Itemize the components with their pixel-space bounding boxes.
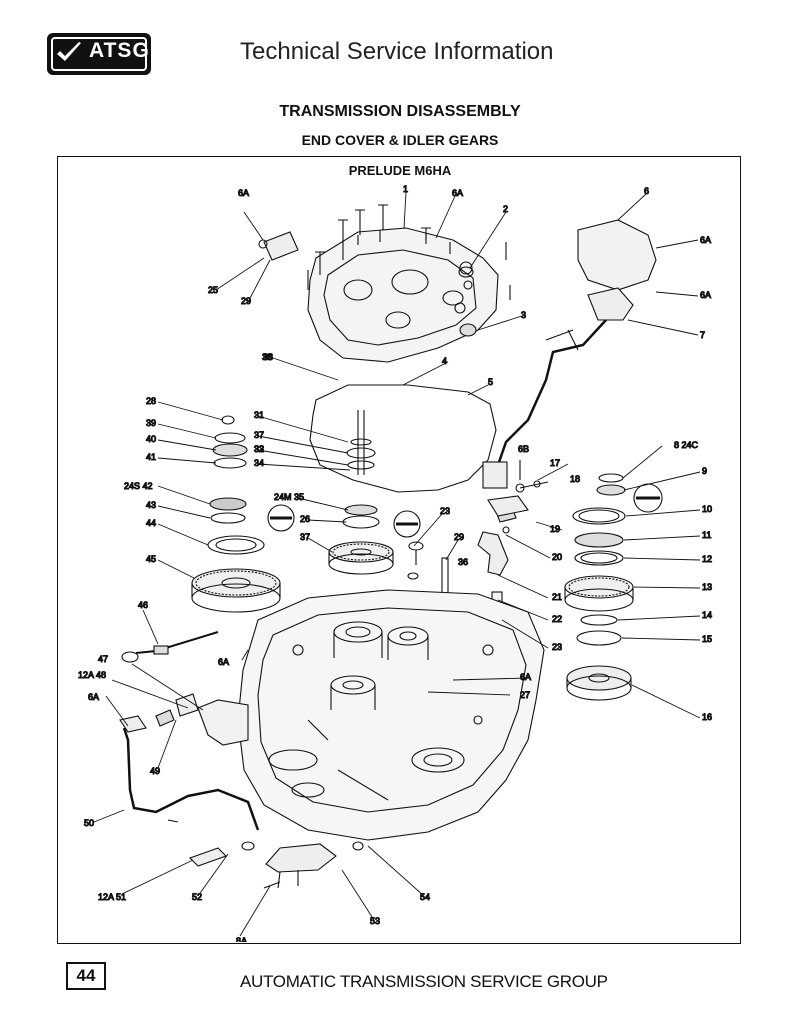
callout-33: 33 xyxy=(254,444,264,454)
callout-15: 15 xyxy=(702,634,712,644)
checkmark-icon xyxy=(57,42,81,61)
callout-13: 13 xyxy=(702,582,712,592)
atsg-logo: ATSG xyxy=(47,33,151,75)
callout-40: 40 xyxy=(146,434,156,444)
callout-10: 10 xyxy=(702,504,712,514)
diagram-frame xyxy=(57,156,741,944)
idler-stack-middle xyxy=(328,410,394,575)
end-cover xyxy=(307,227,499,363)
callout-44: 44 xyxy=(146,518,156,528)
callout-25: 25 xyxy=(208,285,218,295)
callout-41: 41 xyxy=(146,452,156,462)
callout-53: 53 xyxy=(370,916,380,926)
idler-stack-right xyxy=(564,473,634,701)
callout-6b: 6B xyxy=(518,444,529,454)
callout-12: 12 xyxy=(702,554,712,564)
callout-47: 47 xyxy=(98,654,108,664)
callout-8-24c: 8 24C xyxy=(674,440,699,450)
callout-6a: 6A xyxy=(88,692,99,702)
callout-8a: 8A xyxy=(236,936,247,942)
callout-19: 19 xyxy=(550,524,560,534)
callout-6: 6 xyxy=(644,186,649,196)
callout-30: 30 xyxy=(262,352,272,362)
callout-29: 29 xyxy=(454,532,464,542)
callout-29: 29 xyxy=(241,296,251,306)
callout-49: 49 xyxy=(150,766,160,776)
callout-37: 37 xyxy=(300,532,310,542)
exploded-view-diagram: 6A 1 6A 2 6 6A 6A 7 3 25 29 38 4 5 28 39… xyxy=(77,183,712,942)
bottom-fittings xyxy=(188,841,364,889)
callout-12a-51: 12A 51 xyxy=(98,892,126,902)
callout-37: 37 xyxy=(254,430,264,440)
callout-7: 7 xyxy=(700,330,705,340)
gasket xyxy=(309,384,497,493)
transmission-case xyxy=(237,589,545,841)
callout-4: 4 xyxy=(442,356,447,366)
callout-45: 45 xyxy=(146,554,156,564)
callout-24m-35: 24M 35 xyxy=(274,492,304,502)
callout-54: 54 xyxy=(420,892,430,902)
callout-6a: 6A xyxy=(218,657,229,667)
callout-32: 32 xyxy=(254,444,264,454)
callout-3: 3 xyxy=(521,310,526,320)
callout-23: 23 xyxy=(552,642,562,652)
callout-6a: 6A xyxy=(520,672,531,682)
callout-46: 46 xyxy=(138,600,148,610)
callout-52: 52 xyxy=(192,892,202,902)
callout-20: 20 xyxy=(552,552,562,562)
callout-17: 17 xyxy=(550,458,560,468)
callout-38: 38 xyxy=(263,352,273,362)
dipstick xyxy=(121,631,219,663)
detent-parts xyxy=(487,460,541,534)
callout-28: 28 xyxy=(146,396,156,406)
callout-12a-48: 12A 48 xyxy=(78,670,106,680)
callout-6a: 6A xyxy=(700,235,711,245)
harness-cover xyxy=(482,219,657,489)
callout-18: 18 xyxy=(570,474,580,484)
cooler-lines xyxy=(119,693,260,831)
callout-6a: 6A xyxy=(452,188,463,198)
cover-bolts xyxy=(307,204,511,300)
model-label: PRELUDE M6HA xyxy=(348,163,452,178)
page-number: 44 xyxy=(66,962,106,990)
callout-labels: 6A 1 6A 2 6 6A 6A 7 3 25 29 38 4 5 28 39… xyxy=(77,183,712,942)
page-title: TRANSMISSION DISASSEMBLY xyxy=(279,103,521,120)
header-title: Technical Service Information xyxy=(240,38,554,65)
callout-16: 16 xyxy=(702,712,712,722)
callout-22: 22 xyxy=(552,614,562,624)
page-subtitle: END COVER & IDLER GEARS xyxy=(301,132,499,148)
callout-34: 34 xyxy=(254,458,264,468)
callout-39: 39 xyxy=(146,418,156,428)
callout-31: 31 xyxy=(254,410,264,420)
logo-border xyxy=(51,37,147,71)
callout-9: 9 xyxy=(702,466,707,476)
callout-21: 21 xyxy=(552,592,562,602)
callout-14: 14 xyxy=(702,610,712,620)
callout-36: 36 xyxy=(458,557,468,567)
logo-text: ATSG xyxy=(89,39,150,62)
callout-6a: 6A xyxy=(238,188,249,198)
callout-5: 5 xyxy=(488,377,493,387)
callout-23: 23 xyxy=(440,506,450,516)
callout-27: 27 xyxy=(520,690,530,700)
callout-26: 26 xyxy=(300,514,310,524)
footer-organization: AUTOMATIC TRANSMISSION SERVICE GROUP xyxy=(240,972,608,991)
idler-stack-left xyxy=(191,415,281,613)
breather-fitting xyxy=(258,231,299,261)
callout-43: 43 xyxy=(146,500,156,510)
callout-6a: 6A xyxy=(700,290,711,300)
callout-11: 11 xyxy=(702,530,711,540)
callout-24s-42: 24S 42 xyxy=(124,481,153,491)
leader-lines xyxy=(93,191,701,937)
callout-50: 50 xyxy=(84,818,94,828)
callout-1: 1 xyxy=(403,184,408,194)
callout-2: 2 xyxy=(503,204,508,214)
plugs xyxy=(458,266,477,337)
